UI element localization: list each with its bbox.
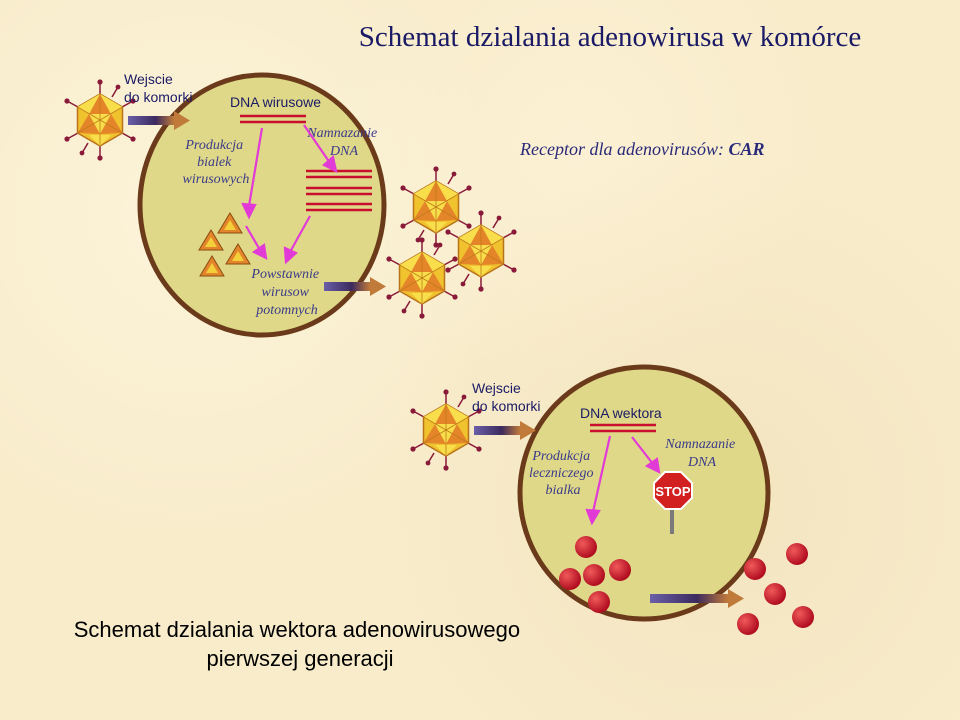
bottom-dna-label: DNA wektora bbox=[580, 405, 662, 421]
stop-sign-text: STOP bbox=[655, 484, 690, 499]
secreted-protein-icon bbox=[744, 558, 766, 580]
top-replicated-dna-strands bbox=[306, 169, 372, 212]
top-process-arrows bbox=[241, 124, 338, 265]
bottom-process-arrows bbox=[585, 435, 661, 526]
top-protein-label: Produkcja bialek wirusowych bbox=[183, 138, 250, 187]
top-entry-arrow bbox=[128, 111, 190, 130]
progeny-virus-icon bbox=[444, 209, 518, 293]
therapeutic-protein-icon bbox=[588, 591, 610, 613]
top-title: Schemat dzialania adenowirusa w komórce bbox=[359, 21, 861, 53]
secreted-protein-icon bbox=[792, 606, 814, 628]
bottom-title: Schemat dzialania wektora adenowirusoweg… bbox=[74, 617, 527, 671]
top-exit-arrow bbox=[324, 277, 386, 296]
top-assembly-label: Powstawnie wirusow potomnych bbox=[250, 267, 322, 318]
secreted-protein-icon bbox=[786, 543, 808, 565]
top-viral-dna-strand bbox=[240, 114, 306, 124]
top-replication-label: Namnazanie DNA bbox=[306, 126, 381, 159]
bottom-entering-virus-icon bbox=[409, 388, 483, 472]
receptor-caption: Receptor dla adenovirusów: CAR bbox=[519, 139, 765, 159]
bottom-protein-label: Produkcja leczniczego bialka bbox=[529, 449, 597, 498]
top-entry-label: Wejscie do komorki bbox=[124, 71, 192, 105]
secreted-protein-icon bbox=[764, 583, 786, 605]
therapeutic-protein-icon bbox=[609, 559, 631, 581]
progeny-virus-icon bbox=[385, 236, 459, 320]
secreted-protein-icon bbox=[737, 613, 759, 635]
therapeutic-protein-icon bbox=[575, 536, 597, 558]
stop-sign-icon: STOP bbox=[653, 471, 693, 534]
top-dna-label: DNA wirusowe bbox=[230, 94, 321, 110]
bottom-entry-label: Wejscie do komorki bbox=[472, 380, 540, 414]
progeny-virus-icon bbox=[399, 165, 473, 249]
bottom-vector-dna-strand bbox=[590, 423, 656, 433]
top-cell bbox=[137, 72, 387, 338]
bottom-entry-arrow bbox=[474, 421, 536, 440]
bottom-replication-label: Namnazanie DNA bbox=[664, 437, 739, 470]
therapeutic-protein-icon bbox=[559, 568, 581, 590]
bottom-secretion-arrow bbox=[650, 589, 744, 608]
therapeutic-protein-icon bbox=[583, 564, 605, 586]
